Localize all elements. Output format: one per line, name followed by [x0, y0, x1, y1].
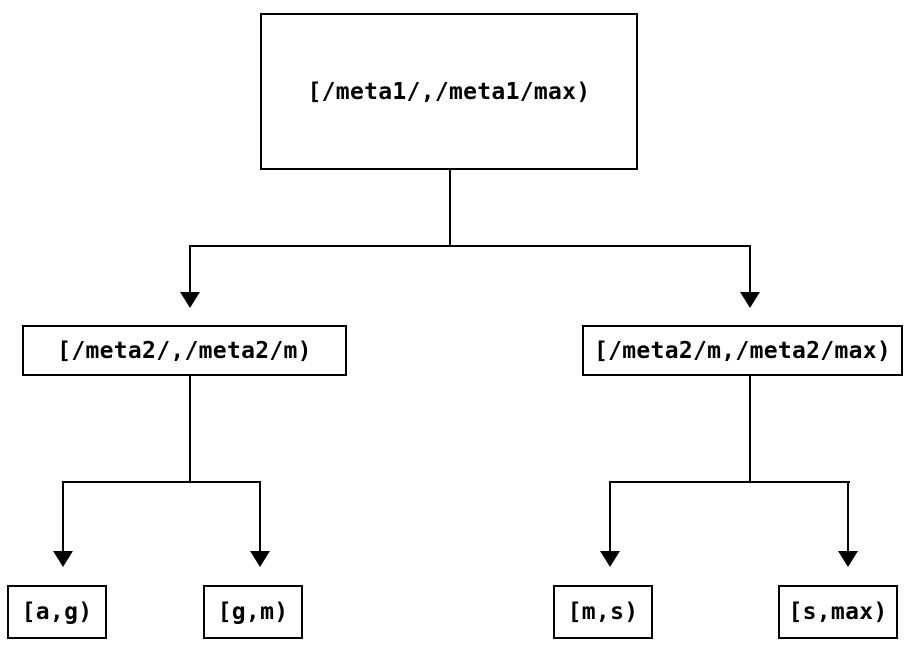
edge-root-to-left-drop: [189, 245, 191, 293]
edge-right-crossbar: [609, 481, 850, 483]
arrowhead-down-icon: [250, 551, 270, 567]
node-meta2-left-label: [/meta2/,/meta2/m): [57, 337, 312, 364]
node-root-label: [/meta1/,/meta1/max): [307, 78, 591, 105]
node-leaf-ag-label: [a,g): [21, 599, 93, 625]
edge-right-stem: [749, 375, 751, 483]
arrowhead-down-icon: [180, 292, 200, 308]
edge-root-stem: [449, 170, 451, 247]
node-leaf-gm-label: [g,m): [217, 599, 289, 625]
node-leaf-gm: [g,m): [203, 585, 303, 639]
node-leaf-ms: [m,s): [553, 585, 653, 639]
edge-left-stem: [189, 375, 191, 483]
edge-root-crossbar: [189, 245, 751, 247]
edge-right-to-smax-drop: [847, 481, 849, 551]
arrowhead-down-icon: [600, 551, 620, 567]
node-root: [/meta1/,/meta1/max): [260, 13, 638, 170]
node-leaf-smax: [s,max): [778, 585, 898, 639]
edge-right-to-ms-drop: [609, 481, 611, 551]
edge-root-to-right-drop: [749, 245, 751, 293]
node-leaf-ms-label: [m,s): [567, 599, 639, 625]
edge-left-crossbar: [62, 481, 261, 483]
edge-left-to-ag-drop: [62, 481, 64, 551]
edge-left-to-gm-drop: [259, 481, 261, 551]
arrowhead-down-icon: [838, 551, 858, 567]
arrowhead-down-icon: [740, 292, 760, 308]
node-leaf-ag: [a,g): [7, 585, 107, 639]
node-meta2-left: [/meta2/,/meta2/m): [22, 325, 347, 376]
arrowhead-down-icon: [53, 551, 73, 567]
node-meta2-right: [/meta2/m,/meta2/max): [582, 325, 903, 376]
node-meta2-right-label: [/meta2/m,/meta2/max): [593, 337, 892, 364]
node-leaf-smax-label: [s,max): [788, 599, 888, 625]
